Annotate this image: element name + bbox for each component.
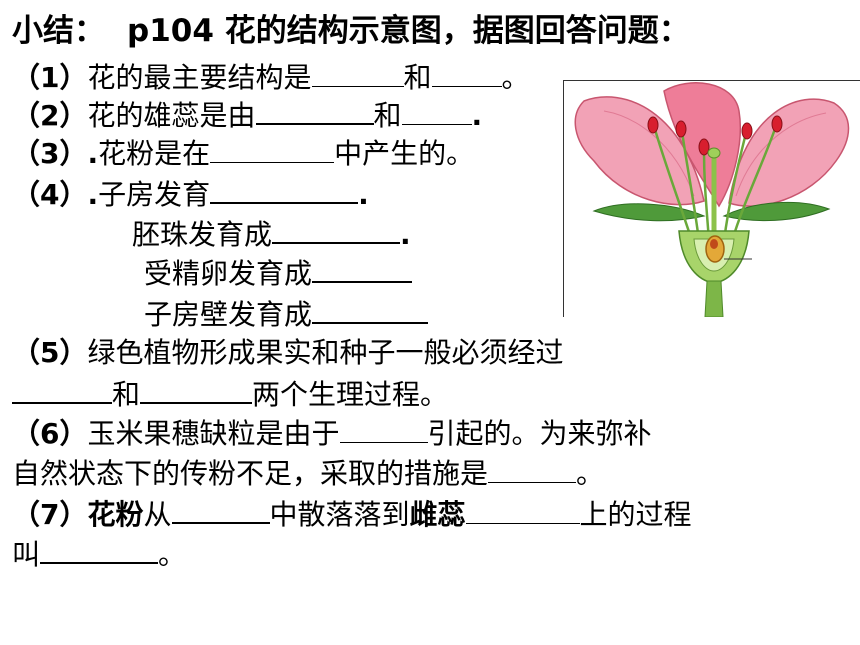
q2-num: （2） bbox=[12, 99, 88, 132]
q7-num: （7） bbox=[12, 498, 88, 531]
question-6: （6）玉米果穗缺粒是由于 引起的。为来弥补 bbox=[12, 416, 652, 451]
q7-tail: 。 bbox=[158, 538, 187, 571]
question-5-line-2: 和 两个生理过程。 bbox=[12, 376, 448, 412]
question-4-sub-2: 受精卵发育成 bbox=[144, 255, 413, 291]
question-4-sub-3: 子房壁发育成 bbox=[144, 296, 429, 332]
q4-tail: . bbox=[358, 178, 369, 211]
q4-num: （4） bbox=[12, 178, 88, 211]
q4-dot: . bbox=[87, 178, 99, 211]
q2-tail: . bbox=[471, 99, 483, 132]
question-2: （2）花的雄蕊是由 和. bbox=[12, 97, 482, 133]
q5-and: 和 bbox=[112, 378, 141, 411]
q3-num: （3） bbox=[12, 137, 88, 170]
q5-text-3: 两个生理过程。 bbox=[252, 378, 449, 411]
q1-text: 花的最主要结构是 bbox=[87, 61, 312, 94]
q2-blank-2[interactable] bbox=[401, 98, 472, 125]
question-4-sub-1: 胚珠发育成. bbox=[132, 216, 411, 252]
question-7: （7）花粉从 中散落落到雌蕊 上的过程 bbox=[12, 496, 692, 532]
q6-blank-2[interactable] bbox=[488, 456, 577, 483]
q4-blank[interactable] bbox=[210, 176, 359, 204]
q5-text: 绿色植物形成果实和种子一般必须经过 bbox=[87, 336, 564, 369]
q1-blank-1[interactable] bbox=[311, 60, 404, 87]
q3-dot: . bbox=[87, 137, 99, 170]
q4-sub1-tail: . bbox=[400, 218, 411, 251]
q6-tail: 。 bbox=[576, 457, 605, 490]
q1-num: （1） bbox=[12, 61, 88, 94]
q3-text-2: 中产生的。 bbox=[334, 137, 475, 170]
q5-num: （5） bbox=[12, 336, 88, 369]
flower-structure-icon bbox=[574, 82, 850, 318]
q6-blank-1[interactable] bbox=[339, 416, 428, 443]
q2-and: 和 bbox=[373, 99, 402, 132]
q4-sub1-blank[interactable] bbox=[272, 216, 401, 244]
q2-text: 花的雄蕊是由 bbox=[87, 99, 256, 132]
q7-bold-pistil: 雌蕊 bbox=[409, 498, 466, 531]
q4-sub3-blank[interactable] bbox=[312, 296, 429, 324]
q1-tail: 。 bbox=[501, 61, 530, 94]
q5-blank-2[interactable] bbox=[140, 376, 253, 404]
page-title: 小结： p104 花的结构示意图，据图回答问题： bbox=[12, 14, 690, 48]
q7-from: 从 bbox=[143, 498, 172, 531]
q5-blank-1[interactable] bbox=[12, 376, 112, 404]
question-1: （1）花的最主要结构是 和 。 bbox=[12, 60, 530, 95]
q6-num: （6） bbox=[12, 417, 88, 450]
q6-text: 玉米果穗缺粒是由于 bbox=[87, 417, 340, 450]
title-ref: p104 bbox=[127, 13, 214, 49]
q7-text-3: 上的过程 bbox=[579, 498, 692, 531]
q7-text-2: 中散落落到 bbox=[269, 498, 410, 531]
q4-text: 子房发育 bbox=[98, 178, 211, 211]
flower-diagram bbox=[563, 80, 860, 318]
q1-and: 和 bbox=[403, 61, 432, 94]
title-label: 小结： bbox=[12, 13, 105, 49]
q1-blank-2[interactable] bbox=[431, 60, 502, 87]
question-5: （5）绿色植物形成果实和种子一般必须经过 bbox=[12, 336, 564, 370]
q6-text-2: 引起的。为来弥补 bbox=[427, 417, 652, 450]
q6-line2-text: 自然状态下的传粉不足，采取的措施是 bbox=[12, 457, 489, 490]
q3-text: 花粉是在 bbox=[98, 137, 211, 170]
q7-blank-2[interactable] bbox=[465, 497, 580, 524]
q4-sub1-text: 胚珠发育成 bbox=[132, 218, 273, 251]
q7-blank-1[interactable] bbox=[171, 496, 270, 524]
q7-line2-text: 叫 bbox=[12, 538, 41, 571]
q4-sub2-text: 受精卵发育成 bbox=[144, 257, 313, 290]
question-4: （4）.子房发育. bbox=[12, 176, 369, 212]
q7-blank-3[interactable] bbox=[40, 536, 159, 564]
question-7-line-2: 叫。 bbox=[12, 536, 186, 572]
question-6-line-2: 自然状态下的传粉不足，采取的措施是 。 bbox=[12, 456, 604, 491]
title-rest: 花的结构示意图，据图回答问题： bbox=[224, 13, 690, 49]
q7-bold-pollen: 花粉 bbox=[87, 498, 144, 531]
q2-blank-1[interactable] bbox=[255, 97, 374, 125]
q4-sub2-blank[interactable] bbox=[312, 255, 413, 283]
question-3: （3）.花粉是在 中产生的。 bbox=[12, 136, 474, 171]
q4-sub3-text: 子房壁发育成 bbox=[144, 298, 313, 331]
q3-blank[interactable] bbox=[210, 136, 335, 163]
